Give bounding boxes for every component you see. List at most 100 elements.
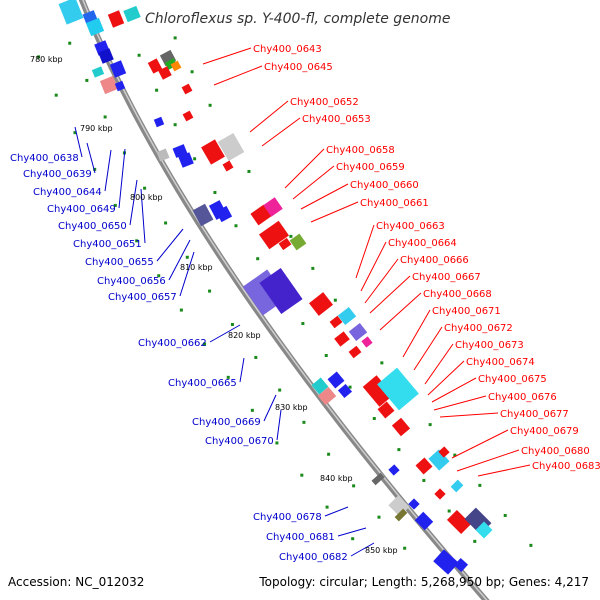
forward-gene-label: Chy400_0680: [521, 446, 590, 457]
reverse-gene-label: Chy400_0644: [33, 187, 102, 198]
forward-leader-line: [369, 275, 411, 314]
track-dot: [327, 452, 331, 456]
gene-feature: [337, 383, 353, 399]
gene-labels: Chy400_0643Chy400_0645Chy400_0652Chy400_…: [10, 44, 600, 563]
reverse-leader-line: [179, 251, 195, 297]
gene-feature: [123, 5, 141, 23]
reverse-leader-line: [129, 179, 138, 226]
track-dot: [250, 408, 254, 412]
reverse-gene-label: Chy400_0657: [108, 292, 177, 303]
gene-feature: [348, 322, 368, 342]
gene-feature: [58, 0, 84, 25]
reverse-gene-label: Chy400_0670: [205, 436, 274, 447]
gene-feature: [311, 377, 329, 395]
position-tick-label: 850 kbp: [365, 546, 398, 555]
forward-leader-line: [439, 412, 499, 418]
reverse-leader-line: [324, 506, 349, 517]
track-dot: [68, 41, 72, 45]
forward-gene-label: Chy400_0672: [444, 323, 513, 334]
track-dot: [352, 484, 356, 488]
position-tick-label: 780 kbp: [30, 55, 63, 64]
reverse-gene-label: Chy400_0639: [23, 169, 92, 180]
gene-feature: [329, 315, 343, 329]
track-dot: [275, 441, 279, 445]
track-dot: [85, 78, 89, 82]
reverse-gene-label: Chy400_0638: [10, 153, 79, 164]
gene-feature: [414, 511, 434, 531]
track-dot: [278, 388, 282, 392]
forward-leader-line: [202, 47, 252, 65]
forward-gene-label: Chy400_0663: [376, 221, 445, 232]
forward-leader-line: [360, 241, 387, 292]
gene-feature: [408, 498, 420, 510]
track-dot: [300, 473, 304, 477]
forward-leader-line: [451, 429, 509, 459]
reverse-gene-label: Chy400_0681: [266, 532, 335, 543]
forward-gene-label: Chy400_0664: [388, 238, 457, 249]
track-dot: [301, 322, 305, 326]
track-dot: [348, 385, 352, 389]
track-dot: [179, 308, 183, 312]
forward-leader-line: [300, 183, 349, 210]
forward-leader-line: [379, 292, 422, 331]
reverse-leader-line: [140, 188, 146, 244]
gene-feature: [178, 152, 194, 168]
gene-feature: [362, 375, 394, 407]
reverse-gene-label: Chy400_0669: [192, 417, 261, 428]
gene-feature: [446, 509, 472, 535]
forward-leader-line: [292, 165, 335, 200]
gene-feature: [158, 66, 172, 80]
forward-leader-line: [261, 117, 301, 147]
forward-gene-label: Chy400_0652: [290, 97, 359, 108]
gene-feature: [289, 233, 307, 251]
forward-gene-label: Chy400_0675: [478, 374, 547, 385]
gene-feature: [394, 508, 408, 522]
position-tick-label: 790 kbp: [80, 124, 113, 133]
forward-gene-label: Chy400_0668: [423, 289, 492, 300]
tick-dot-tracks: [37, 36, 533, 550]
reverse-leader-line: [263, 394, 277, 422]
gene-feature: [215, 205, 233, 223]
track-dot: [203, 342, 207, 346]
track-dot: [164, 221, 168, 225]
accession-text: Accession: NC_012032: [8, 575, 144, 589]
track-dot: [185, 255, 189, 259]
gene-feature: [181, 83, 193, 95]
track-dot: [478, 483, 482, 487]
gene-feature: [201, 139, 225, 165]
reverse-gene-label: Chy400_0655: [85, 257, 154, 268]
track-dot: [208, 289, 212, 293]
track-dot: [137, 53, 141, 57]
gene-feature: [182, 110, 194, 122]
forward-gene-label: Chy400_0666: [400, 255, 469, 266]
gene-feature: [438, 446, 450, 458]
gene-feature: [91, 66, 105, 78]
track-dot: [226, 375, 230, 379]
gene-feature: [109, 60, 127, 78]
track-dot: [324, 353, 328, 357]
forward-gene-label: Chy400_0658: [326, 145, 395, 156]
track-dot: [453, 453, 457, 457]
track-dot: [380, 361, 384, 365]
gene-feature: [434, 488, 446, 500]
reverse-gene-label: Chy400_0650: [58, 221, 127, 232]
gene-feature: [361, 336, 373, 348]
forward-gene-label: Chy400_0683: [532, 461, 600, 472]
reverse-leader-line: [118, 148, 126, 209]
track-dot: [193, 157, 197, 161]
gene-feature: [147, 58, 163, 74]
forward-leader-line: [364, 258, 399, 304]
gene-feature: [99, 75, 119, 95]
reverse-leader-line: [74, 126, 83, 158]
gene-feature: [156, 148, 170, 162]
gene-feature: [259, 220, 289, 250]
forward-leader-line: [355, 224, 375, 279]
forward-gene-label: Chy400_0645: [264, 62, 333, 73]
reverse-gene-label: Chy400_0678: [253, 512, 322, 523]
forward-gene-label: Chy400_0660: [350, 180, 419, 191]
gene-feature: [317, 386, 337, 406]
forward-leader-line: [213, 65, 263, 86]
track-dot: [113, 203, 117, 207]
gene-feature: [153, 116, 165, 128]
forward-leader-line: [284, 148, 325, 189]
